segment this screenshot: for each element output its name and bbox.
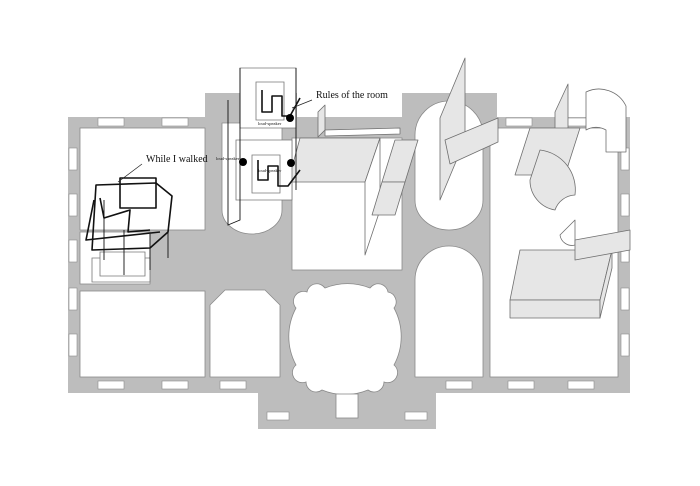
right-installation xyxy=(509,83,631,319)
rules-label: Rules of the room xyxy=(316,90,388,101)
walked-leader xyxy=(117,163,143,183)
walked-installation xyxy=(85,177,173,283)
walked-label: While I walked xyxy=(146,154,208,165)
speaker-label: loud-speaker xyxy=(216,156,240,161)
speaker-label: loud-speaker xyxy=(258,168,282,173)
windows xyxy=(68,117,630,421)
rules-leader xyxy=(291,99,313,109)
speaker-dot xyxy=(286,114,294,122)
speaker-dot xyxy=(287,159,295,167)
rules-installation: loud-speaker loud-speaker loud-speaker xyxy=(216,67,301,226)
speaker-label: loud-speaker xyxy=(258,121,282,126)
centre-installation xyxy=(287,57,499,256)
speaker-dot xyxy=(239,158,247,166)
